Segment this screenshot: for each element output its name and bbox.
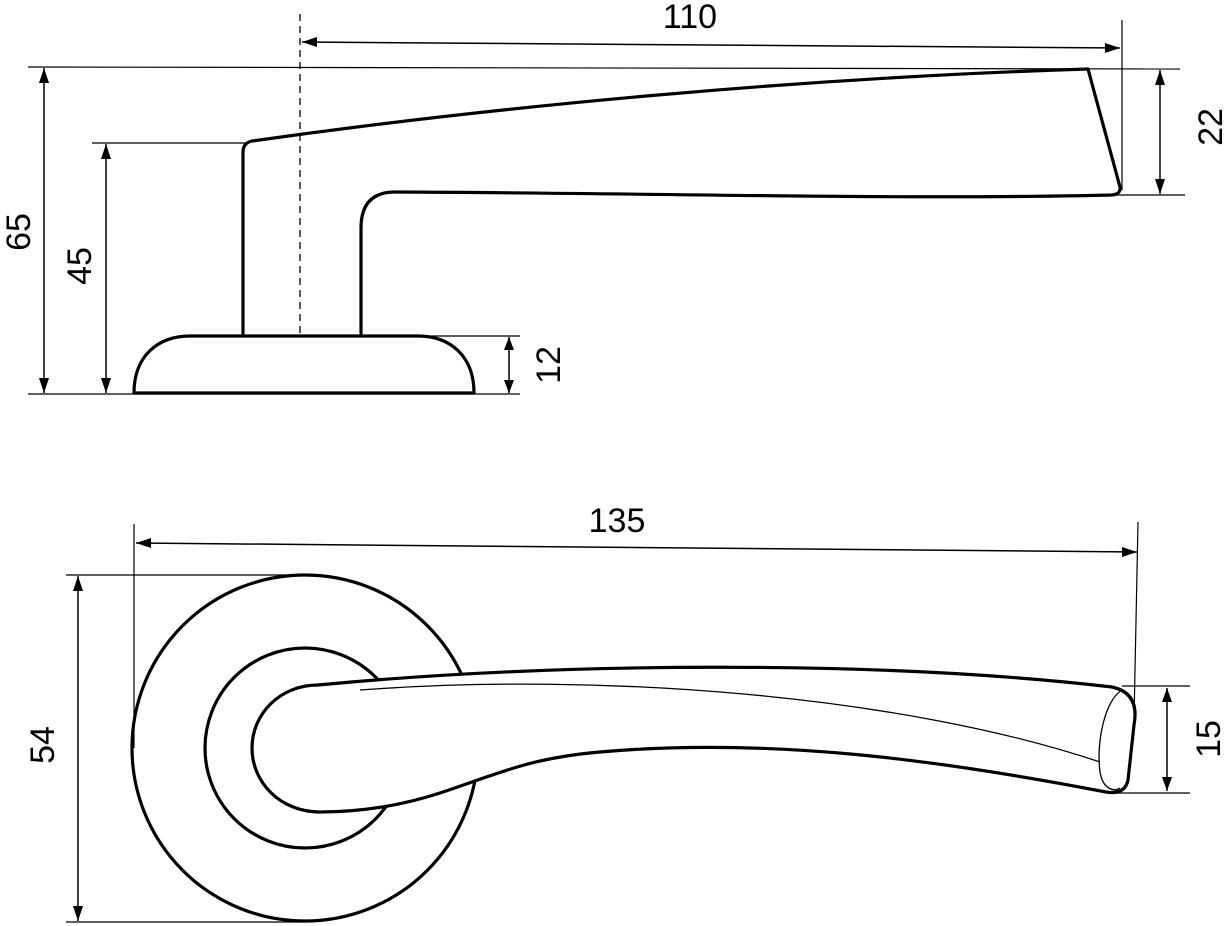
dim-label-65: 65 xyxy=(0,213,38,251)
top-lever-crease xyxy=(359,683,1101,763)
dim-label-135: 135 xyxy=(589,502,646,540)
dim-12: 12 xyxy=(504,337,568,393)
side-view: 110 65 45 22 12 xyxy=(0,0,1224,395)
dim-label-15: 15 xyxy=(1190,720,1224,758)
dim-22: 22 xyxy=(1155,70,1224,194)
dim-label-110: 110 xyxy=(663,0,717,36)
dim-label-22: 22 xyxy=(1192,108,1224,146)
ext-line-tip-right xyxy=(1133,521,1139,721)
dim-135: 135 xyxy=(135,502,1138,557)
ext-line-top xyxy=(27,66,1181,70)
dim-54: 54 xyxy=(24,576,83,921)
dim-label-12: 12 xyxy=(530,346,568,384)
dim-label-45: 45 xyxy=(61,247,99,285)
top-view: 135 54 15 xyxy=(24,502,1224,923)
top-lever-body xyxy=(250,665,1137,814)
dim-15: 15 xyxy=(1162,688,1224,791)
side-lever-body xyxy=(241,67,1122,335)
top-lever-tip-face xyxy=(1098,689,1123,791)
dim-45: 45 xyxy=(61,144,111,393)
dim-110: 110 xyxy=(301,0,1121,53)
dim-label-54: 54 xyxy=(24,726,62,764)
side-rose-base xyxy=(132,334,476,395)
dim-65: 65 xyxy=(0,68,49,393)
